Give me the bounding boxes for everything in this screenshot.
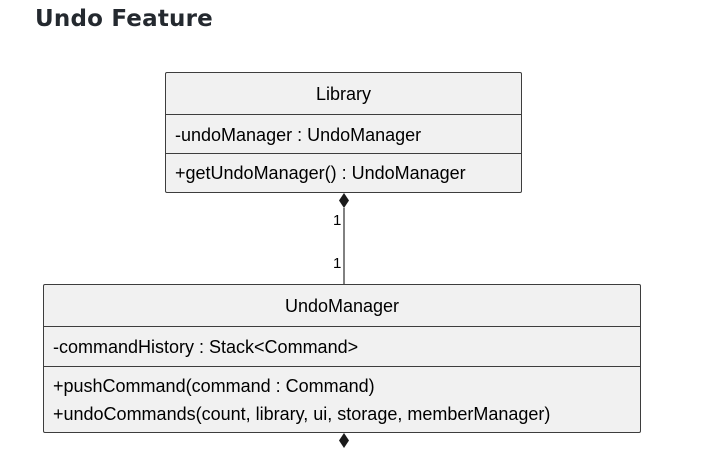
undo-manager-operation-undo-commands: +undoCommands(count, library, ui, storag… <box>53 404 551 424</box>
diagram-heading: Undo Feature <box>35 6 213 32</box>
source-multiplicity-label: 1 <box>333 212 341 229</box>
undo-manager-operations-section: +pushCommand(command : Command) +undoCom… <box>44 367 640 433</box>
composition-diamond-icon <box>339 193 349 208</box>
undo-manager-operation-push-command: +pushCommand(command : Command) <box>53 376 375 396</box>
undo-manager-attributes-section: -commandHistory : Stack<Command> <box>44 327 640 367</box>
library-operations-section: +getUndoManager() : UndoManager <box>166 154 521 192</box>
library-class-name: Library <box>166 73 521 115</box>
undo-manager-class-name: UndoManager <box>44 285 640 327</box>
library-class-box: Library -undoManager : UndoManager +getU… <box>165 72 522 193</box>
library-attributes-section: -undoManager : UndoManager <box>166 115 521 154</box>
library-operation-get-undo-manager: +getUndoManager() : UndoManager <box>175 163 466 183</box>
offscreen-composition-diamond-icon <box>339 433 349 448</box>
undo-manager-class-box: UndoManager -commandHistory : Stack<Comm… <box>43 284 641 433</box>
target-multiplicity-label: 1 <box>333 255 341 272</box>
library-attribute-undo-manager: -undoManager : UndoManager <box>175 125 422 145</box>
undo-manager-attribute-command-history: -commandHistory : Stack<Command> <box>53 337 359 357</box>
